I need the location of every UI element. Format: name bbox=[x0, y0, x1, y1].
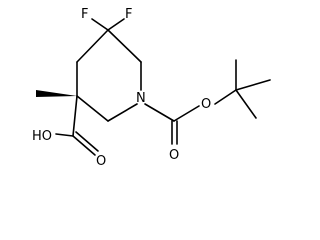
bond-c5-c6 bbox=[107, 29, 142, 63]
bond-c3-acid-carbon bbox=[72, 95, 78, 137]
bond-acid-double-o-1 bbox=[72, 135, 96, 156]
bond-acid-double-o-2 bbox=[75, 131, 99, 152]
bond-tbutyl-methyl-right bbox=[235, 79, 271, 91]
fluorine-left-label: F bbox=[81, 7, 88, 22]
bond-c2-c3 bbox=[76, 95, 109, 122]
bond-tbutyl-methyl-down bbox=[235, 89, 257, 119]
carbamate-oxygen-double-label: O bbox=[169, 148, 179, 163]
bond-n1-c2 bbox=[107, 103, 138, 122]
ring-nitrogen-label: N bbox=[136, 91, 146, 106]
molecule-drawing: F F N O O O HO bbox=[32, 7, 271, 169]
bond-c5-c4 bbox=[76, 29, 109, 63]
bond-acid-carbon-oh bbox=[55, 133, 74, 137]
methyl-wedge-bond bbox=[36, 90, 77, 97]
bond-c5-f-left bbox=[91, 18, 109, 31]
bond-ester-o-tbutyl bbox=[214, 89, 237, 105]
acid-oxygen-double-label: O bbox=[96, 154, 106, 169]
fluorine-right-label: F bbox=[125, 7, 132, 22]
bond-n1-carbonyl-carbon bbox=[144, 103, 175, 122]
carbamate-oxygen-ester-label: O bbox=[201, 97, 211, 112]
acid-hydroxyl-label: HO bbox=[32, 129, 52, 144]
bond-c5-f-right bbox=[107, 18, 125, 31]
structure-canvas: F F N O O O HO bbox=[32, 7, 271, 169]
bond-carbonyl-ester-o bbox=[173, 105, 200, 122]
